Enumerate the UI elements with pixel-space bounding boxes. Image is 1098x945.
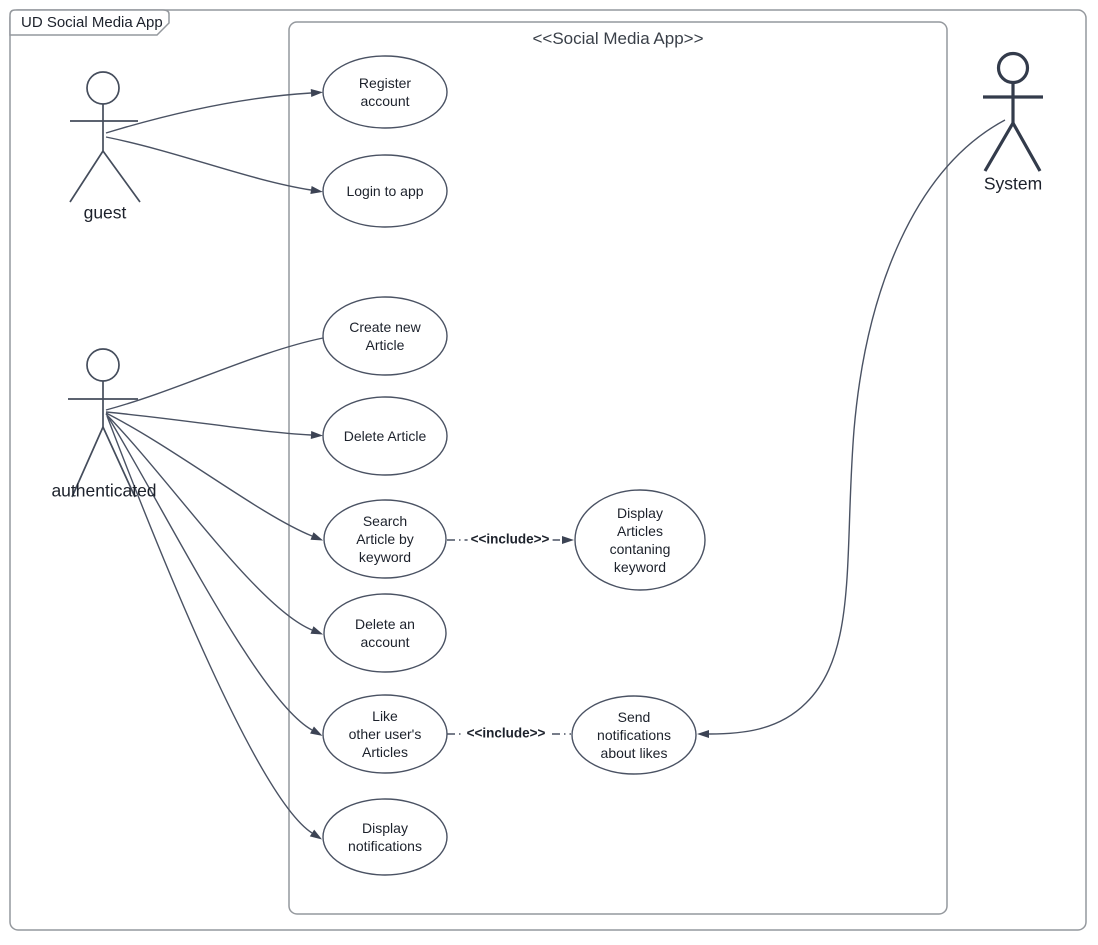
actor-system-figure [983, 51, 1043, 172]
assoc-auth-create-article [105, 337, 324, 411]
actor-authenticated-figure [68, 348, 138, 498]
usecase-send-notifications-ellipse [571, 695, 697, 775]
usecase-delete-account-ellipse [323, 593, 447, 673]
assoc-auth-like-articles [106, 414, 323, 736]
usecase-login-ellipse [322, 154, 448, 228]
usecase-display-notifications-ellipse [322, 798, 448, 876]
usecase-search-article-ellipse [323, 499, 447, 579]
frame-label: UD Social Media App [21, 14, 163, 31]
actor-system-legs [983, 122, 1042, 172]
usecase-like-articles-ellipse [322, 694, 448, 774]
system-boundary-box [288, 21, 948, 915]
assoc-guest-login [105, 136, 323, 194]
actor-guest-head [86, 71, 120, 105]
assoc-auth-display-notifications [106, 415, 323, 840]
actor-guest-legs [69, 150, 141, 203]
actor-system-head [996, 51, 1030, 85]
usecase-create-article-ellipse [322, 296, 448, 376]
usecase-display-articles-ellipse [574, 489, 706, 591]
assoc-system-send-notifications [697, 119, 1006, 738]
assoc-auth-delete-article [105, 411, 323, 439]
actor-guest-figure [69, 71, 141, 203]
assoc-auth-delete-account [105, 413, 324, 635]
usecase-register-ellipse [322, 55, 448, 129]
diagram-frame [9, 9, 1087, 931]
assoc-auth-search-article [105, 412, 324, 541]
usecase-delete-article-ellipse [322, 396, 448, 476]
actor-authenticated-head [86, 348, 120, 382]
frame-label-tab [9, 9, 170, 36]
actor-authenticated-legs [71, 426, 136, 498]
assoc-guest-register [105, 89, 323, 134]
